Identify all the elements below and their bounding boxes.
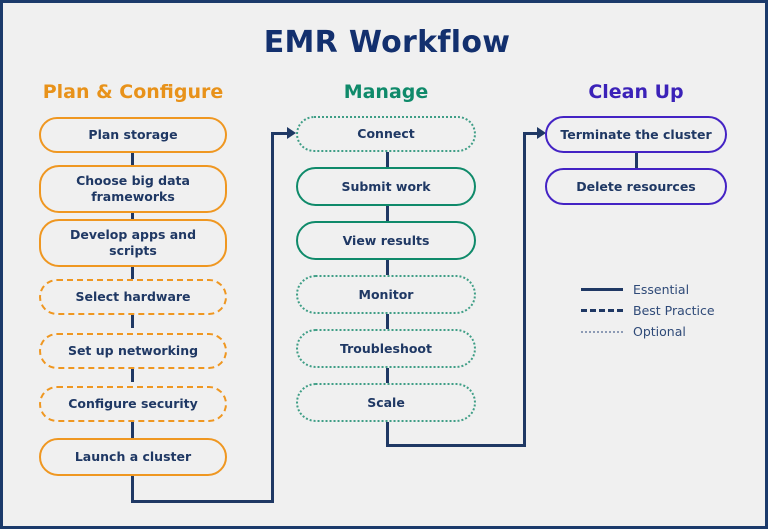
column-heading-manage: Manage <box>343 81 429 103</box>
connector-plan-6-7 <box>131 422 134 438</box>
node-view-results[interactable]: View results <box>296 221 476 260</box>
node-scale[interactable]: Scale <box>296 383 476 422</box>
connector-scale-into-terminate <box>523 132 540 135</box>
node-set-up-networking[interactable]: Set up networking <box>39 333 227 369</box>
node-connect[interactable]: Connect <box>296 116 476 152</box>
node-configure-security[interactable]: Configure security <box>39 386 227 422</box>
node-launch-a-cluster[interactable]: Launch a cluster <box>39 438 227 476</box>
connector-launch-into-connect <box>271 132 289 135</box>
connector-scale-up <box>523 132 526 447</box>
diagram-title: EMR Workflow <box>263 25 511 60</box>
connector-scale-right <box>386 444 526 447</box>
column-heading-clean-up: Clean Up <box>588 81 684 103</box>
connector-scale-down <box>386 422 389 447</box>
connector-plan-1-2 <box>131 152 134 166</box>
node-develop-apps-and-scripts[interactable]: Develop apps and scripts <box>39 219 227 267</box>
column-heading-plan-configure: Plan & Configure <box>42 81 224 103</box>
arrowhead-into-connect <box>287 127 296 139</box>
legend-item-essential: Essential <box>581 279 731 300</box>
legend-label-optional: Optional <box>633 324 686 339</box>
legend-label-best-practice: Best Practice <box>633 303 715 318</box>
connector-launch-right <box>131 500 274 503</box>
connector-manage-2-3 <box>386 206 389 221</box>
connector-plan-4-5 <box>131 314 134 328</box>
legend-swatch-dashed-line-icon <box>581 309 623 312</box>
node-submit-work[interactable]: Submit work <box>296 167 476 206</box>
connector-plan-5-6 <box>131 368 134 382</box>
connector-manage-4-5 <box>386 314 389 329</box>
legend-swatch-solid-line-icon <box>581 288 623 291</box>
legend-item-optional: Optional <box>581 321 731 342</box>
connector-launch-down <box>131 475 134 503</box>
connector-manage-5-6 <box>386 368 389 383</box>
node-troubleshoot[interactable]: Troubleshoot <box>296 329 476 368</box>
node-terminate-the-cluster[interactable]: Terminate the cluster <box>545 116 727 153</box>
legend: Essential Best Practice Optional <box>581 279 731 342</box>
connector-launch-up <box>271 132 274 503</box>
node-plan-storage[interactable]: Plan storage <box>39 117 227 153</box>
node-delete-resources[interactable]: Delete resources <box>545 168 727 205</box>
legend-label-essential: Essential <box>633 282 690 297</box>
connector-plan-3-4 <box>131 266 134 280</box>
legend-item-best-practice: Best Practice <box>581 300 731 321</box>
node-monitor[interactable]: Monitor <box>296 275 476 314</box>
node-select-hardware[interactable]: Select hardware <box>39 279 227 315</box>
connector-manage-3-4 <box>386 260 389 275</box>
connector-clean-1-2 <box>635 152 638 169</box>
node-choose-big-data-frameworks[interactable]: Choose big data frameworks <box>39 165 227 213</box>
legend-swatch-dotted-line-icon <box>581 330 623 333</box>
connector-manage-1-2 <box>386 152 389 167</box>
arrowhead-into-terminate <box>537 127 546 139</box>
